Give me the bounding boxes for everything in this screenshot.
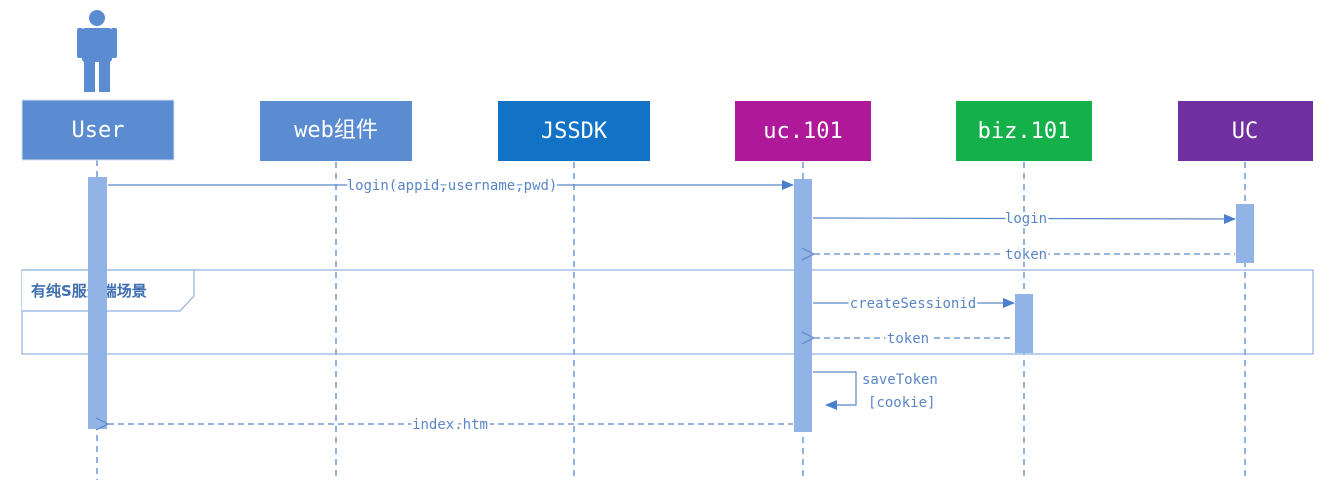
- participant-web-label: web组件: [294, 118, 378, 143]
- message-login-request[interactable]: login(appid,username,pwd): [108, 176, 794, 197]
- participant-biz101[interactable]: biz.101: [956, 101, 1092, 161]
- fragment-frame: 有纯S服务端场景: [21, 269, 1314, 355]
- activation-user: [88, 177, 107, 429]
- participant-uc[interactable]: UC: [1178, 101, 1313, 161]
- activation-uc: [1236, 204, 1254, 263]
- lifelines: [96, 160, 1246, 480]
- message-label: token: [1005, 247, 1047, 263]
- message-token-return-biz[interactable]: token: [814, 329, 1014, 350]
- message-label: index.htm: [412, 417, 488, 433]
- actor-figure-icon: [77, 10, 117, 92]
- participant-biz101-label: biz.101: [978, 119, 1071, 144]
- message-label: saveToken: [862, 372, 938, 388]
- message-label: token: [887, 331, 929, 347]
- message-save-token[interactable]: saveToken [cookie]: [813, 371, 938, 411]
- message-token-return-uc[interactable]: token: [814, 245, 1235, 266]
- participant-uc-label: UC: [1232, 119, 1259, 144]
- message-create-sessionid[interactable]: createSessionid: [813, 294, 1015, 315]
- participant-jssdk[interactable]: JSSDK: [498, 101, 650, 161]
- message-label: login: [1005, 211, 1047, 227]
- message-index-return[interactable]: index.htm: [108, 415, 793, 436]
- activation-uc101: [794, 179, 812, 432]
- activations: [88, 177, 1254, 432]
- activation-biz101: [1015, 294, 1033, 353]
- participant-web[interactable]: web组件: [260, 101, 412, 161]
- message-label: login(appid,username,pwd): [347, 178, 558, 194]
- message-login-uc[interactable]: login: [812, 209, 1236, 230]
- message-label: createSessionid: [850, 296, 976, 312]
- message-label-secondary: [cookie]: [868, 395, 935, 411]
- participant-jssdk-label: JSSDK: [541, 119, 608, 144]
- participant-user[interactable]: User: [21, 99, 175, 161]
- participant-uc101[interactable]: uc.101: [735, 101, 871, 161]
- participant-uc101-label: uc.101: [763, 119, 842, 144]
- participant-user-label: User: [72, 118, 125, 143]
